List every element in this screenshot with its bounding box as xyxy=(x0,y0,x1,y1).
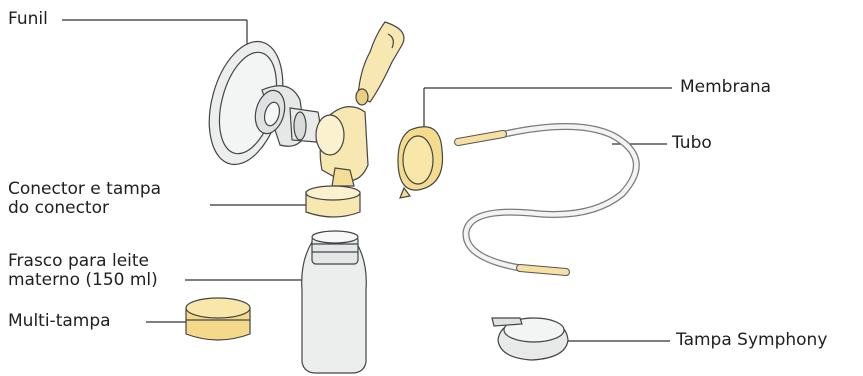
membrana-part xyxy=(398,127,443,198)
label-tampa-symphony: Tampa Symphony xyxy=(676,331,827,350)
multitampa-part xyxy=(186,298,250,340)
label-tubo: Tubo xyxy=(672,134,712,153)
label-frasco-line2: materno (150 ml) xyxy=(8,271,158,290)
funil-part xyxy=(197,33,320,172)
label-frasco-line1: Frasco para leite xyxy=(8,252,149,271)
frasco-part xyxy=(302,231,367,373)
tampa-symphony-part xyxy=(492,318,568,360)
label-conector-line1: Conector e tampa xyxy=(8,180,161,199)
label-conector-line2: do conector xyxy=(8,199,109,218)
tubo-part xyxy=(458,127,636,273)
label-funil: Funil xyxy=(8,10,48,29)
label-membrana: Membrana xyxy=(680,78,771,97)
label-multitampa: Multi-tampa xyxy=(8,312,111,331)
conector-part xyxy=(306,22,404,217)
